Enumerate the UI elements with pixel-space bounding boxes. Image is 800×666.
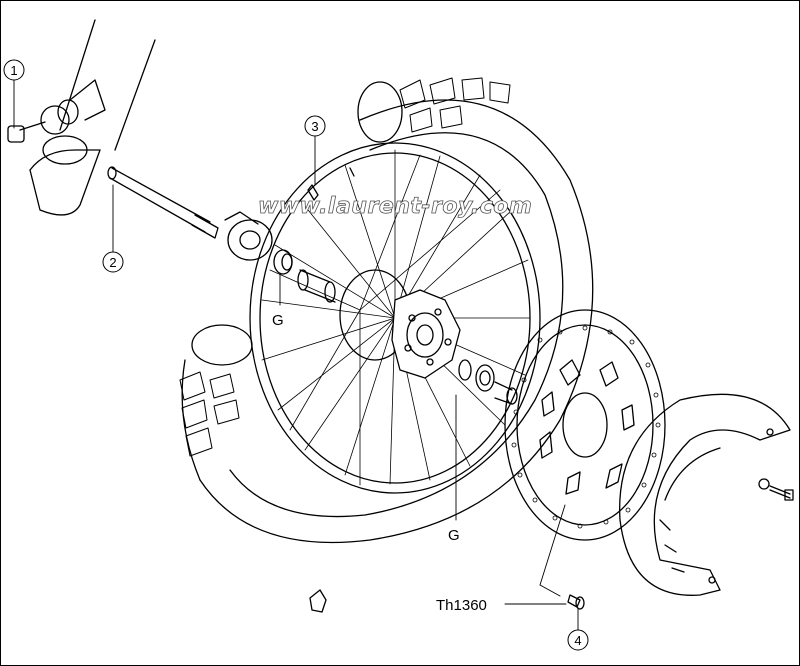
speedo-gearbox — [224, 211, 273, 261]
disc-cover — [618, 393, 791, 596]
brake-disc — [504, 309, 666, 541]
watermark: www.laurent-roy.com — [258, 194, 532, 219]
axle — [107, 166, 219, 239]
callout-circle-1 — [3, 59, 25, 81]
callout-circle-3 — [304, 115, 326, 137]
tread-knobs-left — [179, 371, 240, 457]
callout-2: 2 — [109, 255, 116, 270]
hub — [339, 269, 461, 379]
thread-lock-label: Th1360 — [436, 597, 487, 614]
callout-3: 3 — [311, 119, 318, 134]
tire — [181, 81, 594, 544]
fork-leg — [29, 19, 156, 216]
callout-circle-2 — [102, 251, 124, 273]
tread-knobs-top — [399, 77, 511, 133]
callout-4: 4 — [574, 633, 581, 648]
valve-nut — [309, 589, 327, 613]
grease-label-upper: G — [272, 312, 284, 329]
leader-lines — [13, 79, 579, 631]
spoke-nipple — [307, 167, 355, 201]
disc-bolt — [567, 594, 585, 610]
callout-1: 1 — [10, 63, 17, 78]
callout-circle-4 — [567, 629, 589, 651]
seal-collar-right — [458, 359, 518, 405]
grease-label-lower: G — [448, 527, 460, 544]
cover-bolts — [758, 478, 794, 501]
pinch-bolt — [7, 99, 79, 143]
disc-holes — [511, 325, 661, 529]
